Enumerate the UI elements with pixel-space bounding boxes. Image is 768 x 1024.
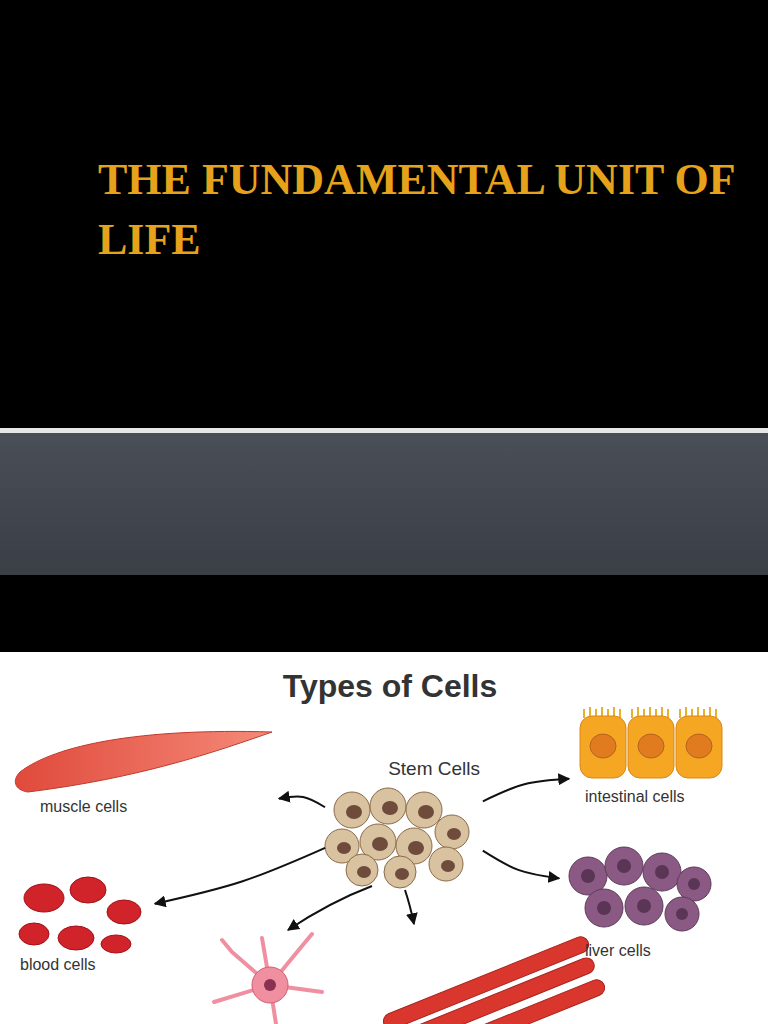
cell-label: Stem Cells xyxy=(332,758,480,781)
blood-cell xyxy=(101,935,131,953)
cell-nucleus xyxy=(637,899,651,913)
cell-nucleus xyxy=(346,805,362,819)
cell-nucleus xyxy=(638,734,664,758)
cell-nucleus xyxy=(581,869,595,883)
cell-nucleus xyxy=(395,868,409,880)
connector-arrow xyxy=(279,796,325,807)
cell-nucleus xyxy=(590,734,616,758)
cell-type-box: muscle cells xyxy=(18,728,276,820)
cell-label: muscle cells xyxy=(40,797,272,816)
blood-cell xyxy=(19,923,49,945)
connector-arrow xyxy=(483,851,559,879)
muscle-cell xyxy=(15,731,272,792)
arrow xyxy=(405,890,414,924)
blood-cell xyxy=(58,926,94,950)
liver-cell xyxy=(585,889,623,927)
black-band xyxy=(0,575,768,652)
stem-cell xyxy=(435,815,469,849)
cell-nucleus xyxy=(357,866,371,878)
stem-cell xyxy=(429,847,463,881)
dendrites xyxy=(214,934,322,1024)
cell-nucleus xyxy=(441,860,455,872)
cell-type-box: intestinal cells xyxy=(572,704,732,810)
cell-nucleus xyxy=(597,901,611,915)
cell-nucleus xyxy=(372,837,388,851)
cell-nucleus xyxy=(686,734,712,758)
cell-nucleus xyxy=(655,865,669,879)
connector-arrow xyxy=(155,848,325,904)
muscle-fibre xyxy=(377,956,596,1024)
cell-nucleus xyxy=(447,828,461,840)
stem-cell xyxy=(346,854,378,886)
heading-label: Types of Cells xyxy=(230,668,550,705)
liver-cell xyxy=(677,867,711,901)
cell-nucleus xyxy=(688,878,700,890)
connector-arrow xyxy=(483,779,569,802)
stem-cell xyxy=(334,792,370,828)
cell-nucleus xyxy=(382,801,398,815)
stem-cell xyxy=(406,792,442,828)
liver-cells xyxy=(569,847,711,931)
cell-nucleus xyxy=(676,908,688,920)
intestinal-cells xyxy=(580,707,722,778)
muscle-fibres xyxy=(377,934,607,1024)
cell-label: blood cells xyxy=(20,955,148,974)
cell-label: intestinal cells xyxy=(585,787,728,806)
arrow xyxy=(288,886,372,930)
cell-type-box: liver cells xyxy=(562,852,714,962)
blood-cells xyxy=(19,877,141,953)
intestinal-cell xyxy=(628,716,674,778)
cell-nucleus xyxy=(408,841,424,855)
stem-cell xyxy=(384,856,416,888)
muscle-fibre xyxy=(397,977,607,1024)
blood-cell xyxy=(70,877,106,903)
stem-cell-cluster xyxy=(325,788,469,888)
nerve-cell-body xyxy=(252,967,288,1003)
liver-cell xyxy=(643,853,681,891)
cell-nucleus xyxy=(337,842,351,854)
cell-label: liver cells xyxy=(585,941,710,960)
stem-cell xyxy=(370,788,406,824)
cell-nucleus xyxy=(418,805,434,819)
blood-cell xyxy=(24,884,64,912)
nerve-cell xyxy=(214,934,322,1024)
cell-nucleus xyxy=(617,859,631,873)
intestinal-cell xyxy=(676,716,722,778)
title-band xyxy=(0,0,768,428)
cell-type-box: Stem Cells xyxy=(328,756,480,888)
liver-cell xyxy=(605,847,643,885)
slide-title: THE FUNDAMENTAL UNIT OF LIFE xyxy=(98,150,758,270)
blood-cell xyxy=(107,900,141,924)
cell-nucleus xyxy=(264,979,276,991)
intestinal-cell xyxy=(580,716,626,778)
grey-band xyxy=(0,433,768,575)
liver-cell xyxy=(665,897,699,931)
cell-type-box: blood cells xyxy=(16,876,152,978)
liver-cell xyxy=(625,887,663,925)
